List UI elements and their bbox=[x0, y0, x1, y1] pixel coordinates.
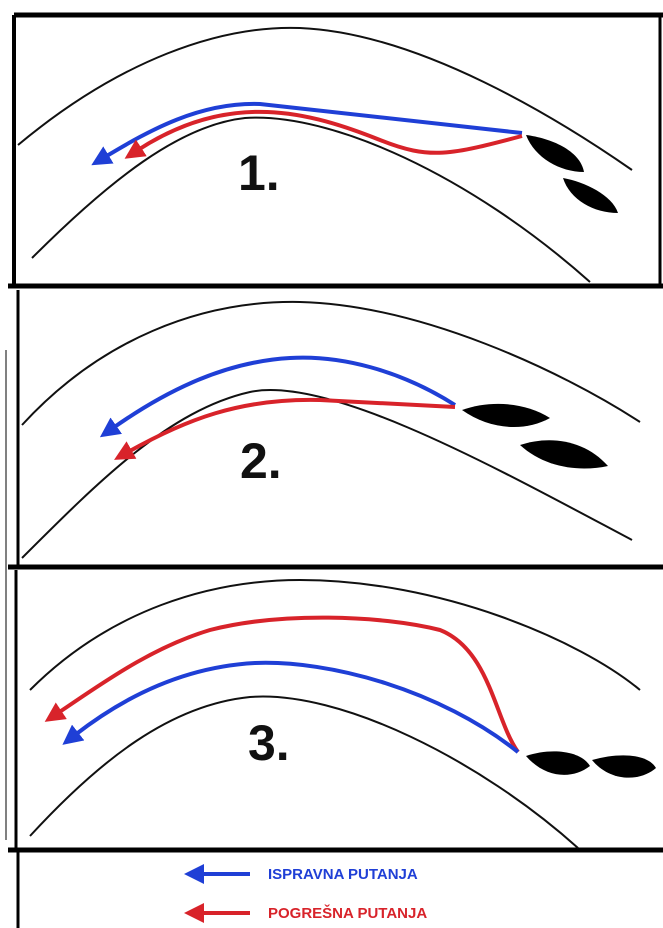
legend-wrong-label: POGREŠNA PUTANJA bbox=[268, 904, 427, 922]
boat-3a bbox=[526, 751, 590, 775]
frame-borders bbox=[5, 12, 663, 928]
panel-3-number: 3. bbox=[248, 715, 290, 771]
outer-bank-1 bbox=[17, 26, 633, 171]
wrong-path-1 bbox=[124, 109, 523, 159]
boat-1b bbox=[563, 178, 618, 213]
panel-2: 2. bbox=[21, 300, 641, 559]
panel-1: 1. bbox=[17, 26, 633, 283]
correct-path-1 bbox=[91, 101, 523, 166]
correct-path-3 bbox=[62, 660, 520, 754]
panel-2-number: 2. bbox=[240, 433, 282, 489]
inner-bank-2 bbox=[21, 389, 633, 559]
boat-2b bbox=[520, 440, 608, 469]
outer-bank-2 bbox=[21, 300, 641, 426]
wrong-path-2 bbox=[114, 397, 456, 460]
boat-2a bbox=[462, 403, 550, 428]
outer-bank-3 bbox=[29, 578, 641, 691]
inner-bank-3 bbox=[29, 695, 579, 849]
panel-1-number: 1. bbox=[238, 145, 280, 201]
inner-bank-1 bbox=[31, 116, 591, 283]
boat-3b bbox=[592, 755, 656, 778]
wrong-path-3 bbox=[44, 615, 520, 754]
legend: ISPRAVNA PUTANJA POGREŠNA PUTANJA bbox=[184, 864, 427, 923]
legend-correct-label: ISPRAVNA PUTANJA bbox=[268, 866, 418, 883]
correct-path-2 bbox=[99, 355, 457, 438]
panel-3: 3. bbox=[29, 578, 656, 849]
boat-1a bbox=[526, 135, 584, 172]
